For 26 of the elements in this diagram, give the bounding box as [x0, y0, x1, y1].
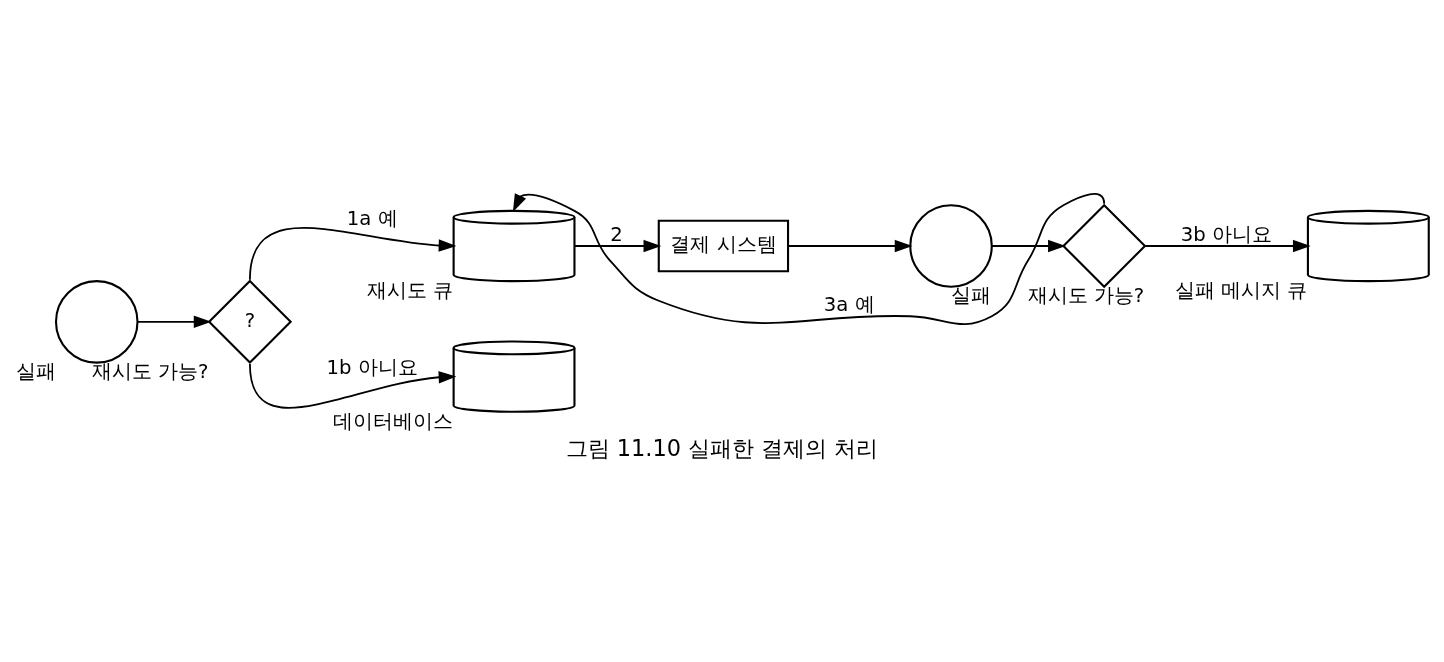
- edge-label: 3a 예: [823, 292, 875, 316]
- node-label: 실패: [951, 283, 992, 307]
- node-label: 재시도 큐: [366, 278, 454, 302]
- edge-label: 1a 예: [346, 206, 398, 230]
- node-circle: [54, 279, 139, 364]
- arrow: [787, 239, 913, 252]
- arrow: [1144, 239, 1311, 252]
- edge-label: 2: [610, 222, 623, 246]
- node-label: 실패 메시지 큐: [1174, 278, 1308, 302]
- arrow: [573, 239, 662, 252]
- node-label: 실패: [15, 359, 56, 383]
- edge-label: 1b 아니요: [326, 355, 418, 379]
- node-label: 재시도 가능?: [1027, 283, 1145, 307]
- node-circle: [909, 203, 993, 288]
- arrow: [991, 239, 1066, 252]
- node-box: 결제 시스템: [657, 219, 790, 272]
- node-diamond: [1061, 203, 1147, 288]
- arrow: [512, 192, 1106, 325]
- arrow: [249, 226, 457, 281]
- edge-label: 3b 아니요: [1180, 222, 1273, 246]
- node-label: 데이터베이스: [333, 409, 454, 433]
- caption: 그림 11.10 실패한 결제의 처리: [565, 434, 879, 461]
- node-label: 재시도 가능?: [91, 359, 209, 383]
- arrow: [136, 315, 212, 328]
- arrow: [249, 362, 457, 409]
- node-diamond: ?: [207, 279, 293, 364]
